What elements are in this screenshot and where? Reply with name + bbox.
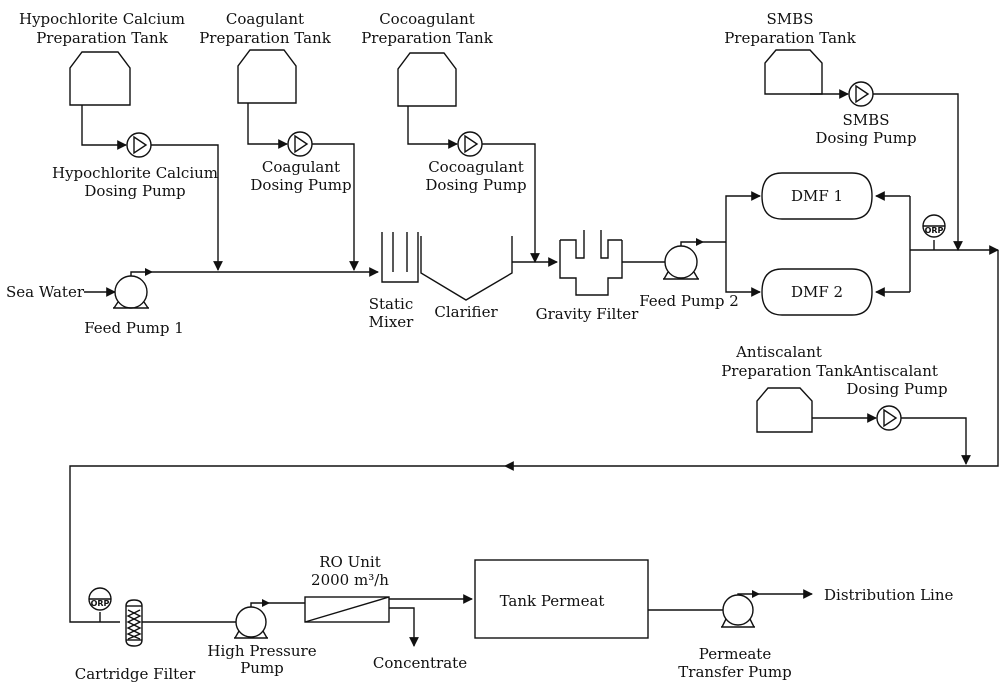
static-mixer-label-line1: Static [369,295,413,313]
smbs-tank-label-line1: SMBS [767,10,814,28]
cocoagulant-pump-label-line2: Dosing Pump [425,176,526,194]
antiscalant-preparation-tank [756,387,813,433]
flow-arrow-hp-pump [262,599,270,607]
gravity-filter [559,230,623,296]
orp-sensor-1-label: ORP [925,226,944,235]
clarifier-label: Clarifier [434,303,498,321]
hypochlorite-tank-label-line1: Hypochlorite Calcium [19,10,185,28]
coagulant-pump-label-line1: Coagulant [262,158,340,176]
hypochlorite-tank-label-line2: Preparation Tank [36,29,169,47]
flow-arrow-feed-pump-2 [696,238,704,246]
cocoagulant-pump-label-line1: Cocoagulant [428,158,524,176]
line-to-distribution [737,589,813,599]
antiscalant-line-pump-to-main [901,417,971,465]
dmf-1-vessel [761,172,873,220]
smbs-dosing-pump [848,81,874,107]
cartridge-filter [125,599,143,647]
antiscalant-dosing-pump [876,405,902,431]
hypochlorite-pump-label-line1: Hypochlorite Calcium [52,164,218,182]
antiscalant-pump-label-line2: Dosing Pump [846,380,947,398]
orp-sensor-1 [922,214,946,250]
coagulant-line-tank-to-pump [247,103,288,149]
cocoagulant-dosing-pump [457,131,483,157]
static-mixer-label-line2: Mixer [369,313,414,331]
tank-permeat-label: Tank Permeat [500,592,605,610]
coagulant-tank-label-line2: Preparation Tank [199,29,332,47]
line-to-dmf-1 [725,191,761,242]
feed-pump-1-label: Feed Pump 1 [84,319,184,337]
cocoagulant-tank-label-line2: Preparation Tank [361,29,494,47]
orp-sensor-2-label: ORP [91,599,110,608]
smbs-pump-label-line2: Dosing Pump [815,129,916,147]
coagulant-pump-label-line2: Dosing Pump [250,176,351,194]
feed-pump-1 [113,275,149,309]
hp-pump-label-line1: High Pressure [207,642,316,660]
static-mixer [381,232,419,283]
line-left-down [69,465,505,623]
cartridge-filter-label: Cartridge Filter [75,665,196,683]
gravity-filter-label: Gravity Filter [536,305,640,323]
ro-unit [304,596,390,623]
cocoagulant-preparation-tank [397,52,457,107]
feed-pump-2 [663,245,699,280]
distribution-line-label: Distribution Line [824,586,953,604]
antiscalant-tank-label-line1: Antiscalant [735,343,822,361]
hypochlorite-line-tank-to-pump [81,105,127,150]
dmf-2-label: DMF 2 [791,283,843,301]
cocoagulant-line-pump-to-main [482,143,540,263]
permeate-transfer-pump [721,594,755,628]
concentrate-label: Concentrate [373,654,467,672]
line-hp-pump-to-ro [250,602,305,607]
flow-arrow-feed-pump-1 [145,268,153,276]
ro-unit-label-line1: RO Unit [319,553,381,571]
line-pump2-header [680,241,726,246]
antiscalant-tank-label-line2: Preparation Tank [721,362,854,380]
line-to-dmf-2 [725,242,761,297]
feed-pump-2-label: Feed Pump 2 [639,292,739,310]
high-pressure-pump [234,606,268,639]
tank-permeat [474,559,649,639]
permeate-pump-label-line1: Permeate [699,645,772,663]
coagulant-preparation-tank [237,49,297,104]
orp-sensor-2 [88,587,112,622]
dmf-1-label: DMF 1 [791,187,843,205]
coagulant-dosing-pump [287,131,313,157]
hypochlorite-dosing-pump [126,132,152,158]
smbs-line-pump-to-main [873,93,963,251]
cocoagulant-line-tank-to-pump [407,106,458,149]
permeate-pump-label-line2: Transfer Pump [678,663,791,681]
hypochlorite-line-pump-to-main [151,144,223,271]
antiscalant-pump-label-line1: Antiscalant [851,362,938,380]
cocoagulant-tank-label-line1: Cocoagulant [379,10,475,28]
smbs-pump-label-line1: SMBS [843,111,890,129]
hypochlorite-preparation-tank [69,51,131,106]
flow-arrow-permeate-pump [752,590,760,598]
dmf-2-vessel [761,268,873,316]
smbs-tank-label-line2: Preparation Tank [724,29,857,47]
clarifier [420,236,513,301]
hp-pump-label-line2: Pump [240,659,284,677]
line-ro-concentrate [389,607,419,647]
return-line-right [504,250,999,471]
coagulant-line-pump-to-main [312,143,359,271]
sea-water-label: Sea Water [6,283,85,301]
smbs-preparation-tank [764,49,823,95]
coagulant-tank-label-line1: Coagulant [226,10,304,28]
main-line-pump1-to-mixer [130,267,379,277]
hypochlorite-pump-label-line2: Dosing Pump [84,182,185,200]
ro-unit-label-line2: 2000 m³/h [311,571,389,589]
